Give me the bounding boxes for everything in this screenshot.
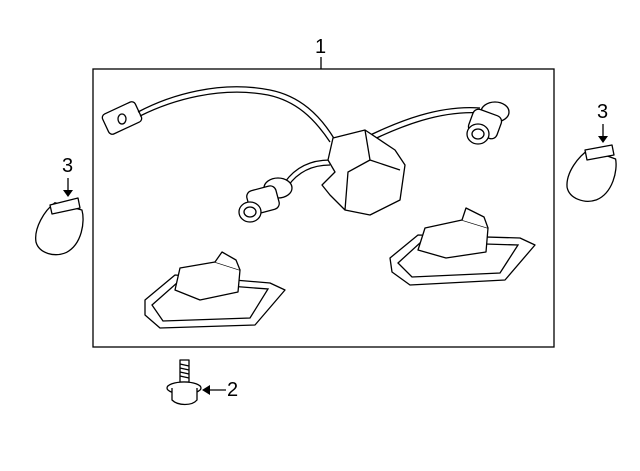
assembly-box (92, 68, 555, 348)
license-lamp-right (389, 207, 536, 286)
license-lamp-left (144, 251, 286, 329)
callout-3-right: 3 (597, 101, 609, 123)
callout-3-left: 3 (62, 155, 74, 177)
wiring-harness (101, 86, 510, 223)
bulb-right (566, 124, 617, 202)
callout-1: 1 (315, 36, 327, 58)
callout-2: 2 (227, 379, 239, 401)
screw (166, 359, 226, 406)
bulb-left (35, 178, 84, 256)
